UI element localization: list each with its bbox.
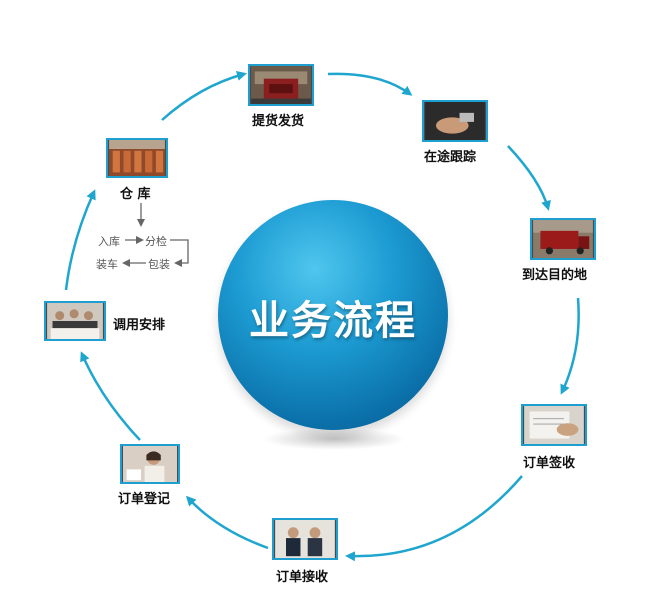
flow-in: 入库 [98,235,120,248]
arrow-arrival-to-sign [560,297,580,395]
center-circle: 业务流程 [218,200,448,430]
arrow-sign-to-receive [345,475,523,562]
center-shadow [262,428,406,450]
step-label-transit: 在途跟踪 [424,150,477,165]
step-label-register: 订单登记 [118,492,171,507]
step-label-receive: 订单接收 [276,570,329,585]
center-title: 业务流程 [249,298,417,344]
truck-loading-icon [248,64,314,106]
arrow-receive-to-register [185,495,269,550]
step-label-pickup: 提货发货 [252,114,305,129]
arrow-pickup-to-transit [327,72,413,96]
step-label-arrival: 到达目的地 [522,268,588,283]
flow-sort: 分检 [145,235,167,248]
step-label-dispatch: 调用安排 [113,318,166,333]
truck-icon [530,218,596,260]
step-label-warehouse: 仓 库 [120,187,151,202]
arrow-dispatch-to-warehouse [64,189,96,291]
arrow-transit-to-arrival [507,145,551,211]
flow-load: 装车 [96,258,118,271]
meeting-table-icon [44,301,106,341]
operator-icon [120,444,180,484]
warehouse-icon [106,138,168,178]
arrow-warehouse-to-pickup [161,71,247,121]
signing-document-icon [521,404,587,446]
flow-pack: 包装 [148,258,170,271]
business-meeting-icon [272,518,338,560]
hand-phone-icon [422,100,488,142]
step-label-sign: 订单签收 [523,456,576,471]
arrow-sort-to-pack [170,239,189,267]
arrow-register-to-dispatch [80,351,141,441]
